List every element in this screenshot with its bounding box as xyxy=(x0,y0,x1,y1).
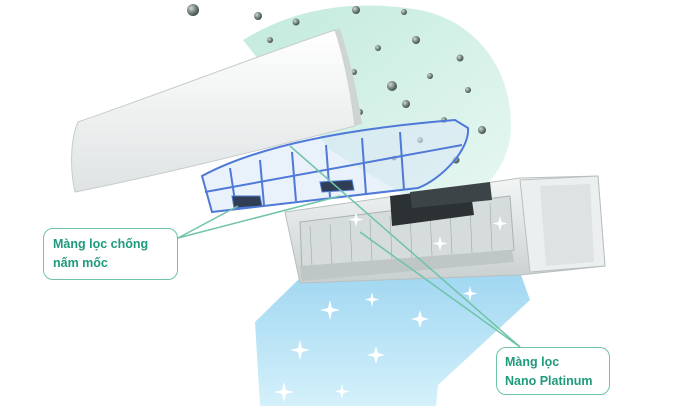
nano-platinum-filter-label-line2: Nano Platinum xyxy=(505,374,593,388)
dust-particle-icon xyxy=(267,37,273,43)
anti-mold-filter-label: Màng lọc chống nấm mốc xyxy=(43,228,178,280)
dust-particle-icon xyxy=(292,18,300,26)
dust-particle-icon xyxy=(352,6,360,14)
sparkle-icon xyxy=(348,212,364,227)
sparkle-icon xyxy=(411,310,429,328)
dust-particle-icon xyxy=(456,54,464,62)
anti-mold-filter-label-line1: Màng lọc chống xyxy=(53,237,149,251)
leader-lines xyxy=(177,145,521,348)
dust-particle-icon xyxy=(187,4,199,16)
dust-particle-icon xyxy=(375,45,381,51)
nano-platinum-filter-label: Màng lọc Nano Platinum xyxy=(496,347,610,395)
dust-particle-icon xyxy=(402,100,410,108)
anti-mold-filter xyxy=(200,118,470,214)
dust-particle-icon xyxy=(387,81,397,91)
dust-particle-icon xyxy=(412,36,420,44)
sparkle-icon xyxy=(290,340,310,360)
sparkle-icon xyxy=(364,292,380,307)
dust-particle-icon xyxy=(401,9,407,15)
dust-particle-icon xyxy=(427,73,433,79)
sparkle-icon xyxy=(274,382,294,402)
sparkle-icon xyxy=(320,300,340,320)
dust-particle-icon xyxy=(351,69,357,75)
sparkle-icon xyxy=(492,216,508,231)
sparkle-icon xyxy=(432,236,448,251)
sparkle-icon xyxy=(462,286,478,301)
nano-platinum-filter-label-line1: Màng lọc xyxy=(505,355,560,369)
sparkles xyxy=(274,212,508,402)
sparkle-icon xyxy=(367,346,385,364)
outflow-air-flow xyxy=(255,272,530,406)
indoor-unit xyxy=(284,175,606,284)
anti-mold-filter-label-line2: nấm mốc xyxy=(53,256,108,270)
dust-particle-icon xyxy=(465,87,471,93)
dust-particle-icon xyxy=(478,126,486,134)
dust-particle-icon xyxy=(254,12,262,20)
sparkle-icon xyxy=(334,384,350,399)
